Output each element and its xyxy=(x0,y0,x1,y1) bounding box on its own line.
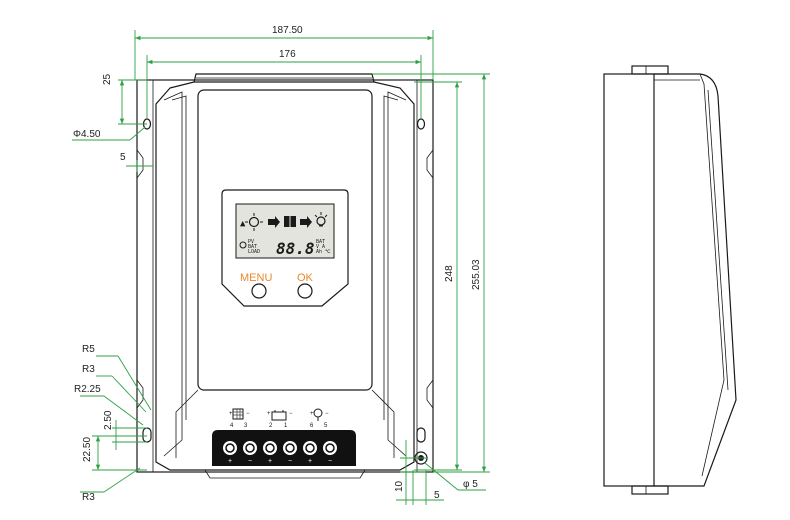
mounting-hole-top-right xyxy=(416,118,426,130)
polarity-4: + xyxy=(310,411,314,417)
svg-text:−: − xyxy=(288,458,292,465)
housing-top-cap xyxy=(193,73,375,83)
mounting-slot-bottom-right xyxy=(416,427,426,443)
svg-text:−: − xyxy=(248,458,252,465)
battery-terminal-icon xyxy=(271,411,287,421)
side-top-tab xyxy=(631,65,669,75)
lcd-bat-label: BAT xyxy=(248,244,257,250)
terminal-icons xyxy=(232,408,323,421)
load-bulb-icon xyxy=(313,408,323,418)
lcd-readout: PV BAT LOAD 88.8 BAT V A Ah ℃ xyxy=(239,239,331,258)
svg-text:▲: ▲ xyxy=(240,219,246,229)
terminal-num-3: 3 xyxy=(244,423,248,429)
lcd-unit-mid: V A xyxy=(316,244,325,250)
lcd-load-label: LOAD xyxy=(248,249,260,255)
dim-slot-2-50: 2.50 xyxy=(103,410,114,430)
svg-text:+: + xyxy=(308,458,312,465)
controller-housing xyxy=(155,81,415,471)
polarity-1: − xyxy=(246,411,250,417)
lamp-icon xyxy=(316,216,326,226)
front-view: ▲ PV BAT LOAD 88.8 BAT V A Ah ℃ xyxy=(136,73,434,479)
dim-bottom-phi5: φ 5 xyxy=(463,479,478,490)
dim-radius-r5: R5 xyxy=(82,344,95,355)
ok-label: OK xyxy=(297,272,314,284)
dimension-lines: 187.50 176 25 Φ4.50 5 248 255.03 R5 xyxy=(72,25,490,505)
svg-text:+: + xyxy=(268,458,272,465)
front-cover xyxy=(197,89,373,391)
side-bottom-tab xyxy=(631,485,669,495)
lcd-pv-label: PV xyxy=(248,239,254,245)
terminal-screws xyxy=(223,441,337,455)
lcd-unit-top: BAT xyxy=(316,239,325,245)
lcd-unit-bot: Ah ℃ xyxy=(316,249,331,255)
terminal-num-6: 6 xyxy=(310,423,314,429)
dim-edge-offset: 5 xyxy=(120,152,126,163)
polarity-5: − xyxy=(325,411,329,417)
polarity-2: + xyxy=(267,411,271,417)
terminal-num-1: 1 xyxy=(284,423,288,429)
dim-height-overall: 255.03 xyxy=(471,259,482,290)
polarity-0: + xyxy=(229,411,233,417)
terminal-num-5: 5 xyxy=(324,423,328,429)
terminal-labels: + − + − + − 4 3 2 1 6 5 xyxy=(229,411,329,429)
display-bezel xyxy=(221,189,349,307)
terminal-num-2: 2 xyxy=(269,423,273,429)
dim-radius-r225: R2.25 xyxy=(74,384,101,395)
dim-hole-diameter: Φ4.50 xyxy=(73,129,101,140)
side-view xyxy=(603,65,737,495)
solar-panel-icon xyxy=(232,408,244,420)
sun-icon xyxy=(248,216,260,228)
polarity-3: − xyxy=(289,411,293,417)
side-body xyxy=(603,73,655,487)
arrow-right-icon-2 xyxy=(300,216,312,228)
terminal-num-4: 4 xyxy=(230,423,234,429)
menu-label: MENU xyxy=(240,272,272,284)
lcd-status-icons: ▲ xyxy=(240,212,328,231)
side-front-cover xyxy=(654,73,737,487)
dim-height-inner: 248 xyxy=(444,265,455,282)
ok-button[interactable] xyxy=(297,283,313,299)
arrow-right-icon xyxy=(268,216,280,228)
dim-top-offset: 25 xyxy=(102,73,113,85)
lcd-screen xyxy=(235,203,335,259)
dim-radius-r3-upper: R3 xyxy=(82,364,95,375)
dim-overall-width: 187.50 xyxy=(272,25,303,36)
svg-text:+: + xyxy=(228,458,232,465)
dim-radius-r3-lower: R3 xyxy=(82,492,95,503)
menu-button[interactable] xyxy=(251,283,267,299)
dim-bottom-10: 10 xyxy=(394,480,405,492)
dim-bottom-5: 5 xyxy=(434,490,440,501)
mounting-plate xyxy=(136,79,434,473)
mounting-slot-bottom-left xyxy=(142,427,152,443)
svg-text:−: − xyxy=(328,458,332,465)
lcd-digits: 88.8 xyxy=(276,239,315,258)
dim-inner-width: 176 xyxy=(279,49,296,60)
dim-slot-22-50: 22.50 xyxy=(82,437,93,462)
